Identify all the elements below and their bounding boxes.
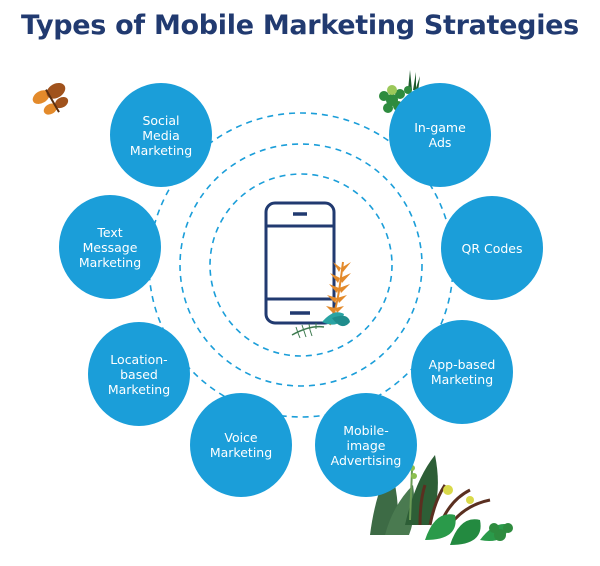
- butterfly-icon: [32, 82, 69, 115]
- strategy-qr-codes: QR Codes: [441, 196, 543, 300]
- strategy-label-line2: Advertising: [330, 452, 402, 468]
- strategy-label-line2: Marketing: [209, 445, 273, 460]
- strategy-label-line1: In-game: [414, 120, 466, 135]
- mobile-phone-icon: [264, 201, 336, 325]
- strategy-label-line2: Marketing: [430, 372, 494, 387]
- strategy-label-line2: Marketing: [107, 381, 171, 397]
- fern-icon: [291, 261, 351, 339]
- leaf-cluster-icon: [379, 70, 422, 113]
- strategy-label-line1: Text Message: [82, 224, 138, 255]
- strategy-label-line2: Ads: [428, 135, 452, 150]
- strategy-label-line2: Marketing: [129, 142, 193, 158]
- page-title: Types of Mobile Marketing Strategies: [21, 10, 579, 41]
- strategy-label-line1: QR Codes: [461, 240, 523, 256]
- inner-ring: [209, 173, 393, 357]
- strategy-label-line2: Marketing: [78, 254, 142, 270]
- strategy-label-line1: App-based: [428, 357, 496, 372]
- strategy-label-line1: Social Media: [142, 112, 180, 143]
- strategy-label-line1: Mobile-image: [343, 422, 389, 453]
- strategy-label-line1: Voice: [224, 430, 258, 445]
- strategy-label-line1: Location-based: [110, 351, 168, 382]
- middle-ring: [179, 143, 423, 387]
